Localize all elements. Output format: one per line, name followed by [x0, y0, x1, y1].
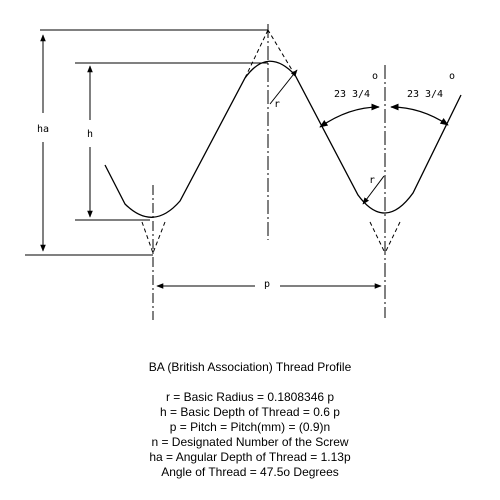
thread-profile-outline: [104, 60, 462, 218]
angle-arcs: [319, 103, 449, 128]
definition-h: h = Basic Depth of Thread = 0.6 p: [160, 405, 340, 419]
flank-extensions: [141, 29, 401, 254]
definition-angle: Angle of Thread = 47.5o Degrees: [161, 465, 339, 479]
right-angle-label: 23 3/4: [407, 89, 443, 100]
ha-dimension: ha: [37, 34, 49, 252]
definition-p: p = Pitch = Pitch(mm) = (0.9)n: [169, 420, 331, 434]
definition-ha: ha = Angular Depth of Thread = 1.13p: [149, 450, 351, 464]
h-label: h: [87, 129, 93, 140]
definition-n: n = Designated Number of the Screw: [151, 435, 349, 449]
crest-radius: r: [269, 69, 298, 110]
definitions-list: r = Basic Radius = 0.1808346 p h = Basic…: [0, 390, 500, 480]
pitch-dimension: p: [156, 279, 382, 290]
left-angle-label: 23 3/4: [334, 89, 370, 100]
ha-label: ha: [37, 124, 49, 135]
extension-lines: [25, 29, 268, 256]
right-degree-symbol: o: [449, 71, 455, 82]
h-dimension: h: [87, 65, 93, 218]
crest-radius-label: r: [274, 99, 280, 110]
diagram-title: BA (British Association) Thread Profile: [148, 360, 352, 374]
left-degree-symbol: o: [372, 71, 378, 82]
root-radius: r: [362, 175, 385, 205]
root-radius-label: r: [369, 175, 375, 186]
thread-profile-drawing: ha h p r r 23 3/4 o 23: [25, 24, 462, 320]
definition-r: r = Basic Radius = 0.1808346 p: [165, 390, 335, 404]
p-label: p: [264, 279, 270, 290]
